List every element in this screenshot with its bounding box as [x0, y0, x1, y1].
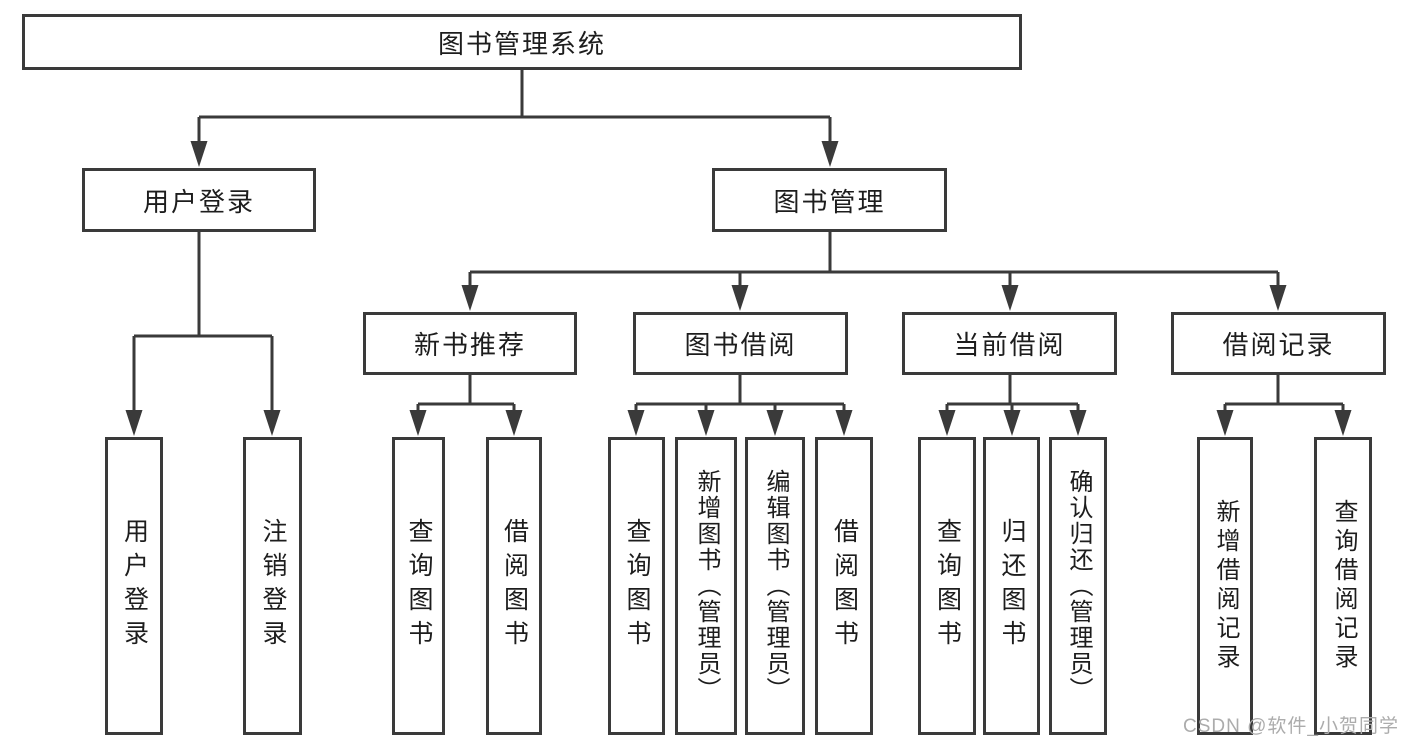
leaf-user-login: 用户登录: [105, 437, 163, 735]
leaf-query-books-1: 查询图书: [392, 437, 445, 735]
node-user-login: 用户登录: [82, 168, 316, 232]
leaf-user-login-label: 用户登录: [120, 518, 149, 654]
leaf-query-books-3: 查询图书: [918, 437, 976, 735]
leaf-confirm-return-admin: 确认归还（管理员）: [1049, 437, 1107, 735]
leaf-confirm-return-admin-label: 确认归还（管理员）: [1065, 469, 1092, 703]
leaf-borrow-books-2-label: 借阅图书: [830, 518, 859, 654]
leaf-query-books-2: 查询图书: [608, 437, 665, 735]
leaf-edit-books-admin: 编辑图书（管理员）: [745, 437, 805, 735]
node-new-book-recommend-label: 新书推荐: [413, 330, 526, 360]
node-book-borrow: 图书借阅: [633, 312, 848, 375]
leaf-return-books-label: 归还图书: [998, 518, 1026, 654]
leaf-logout-label: 注销登录: [259, 518, 287, 654]
node-user-login-label: 用户登录: [142, 186, 255, 217]
node-new-book-recommend: 新书推荐: [363, 312, 577, 375]
leaf-borrow-books-1: 借阅图书: [486, 437, 542, 735]
leaf-return-books: 归还图书: [983, 437, 1040, 735]
node-borrow-record: 借阅记录: [1171, 312, 1386, 375]
arrowheads: [125, 141, 1352, 436]
leaf-query-borrow-record-label: 查询借阅记录: [1330, 499, 1357, 673]
leaf-edit-books-admin-label: 编辑图书（管理员）: [762, 469, 789, 703]
leaf-query-books-2-label: 查询图书: [623, 518, 651, 654]
leaf-add-books-admin-label: 新增图书（管理员）: [693, 469, 720, 703]
leaf-borrow-books-2: 借阅图书: [815, 437, 873, 735]
node-current-borrow: 当前借阅: [902, 312, 1117, 375]
node-borrow-record-label: 借阅记录: [1222, 330, 1335, 360]
node-book-management-label: 图书管理: [773, 186, 886, 217]
leaf-add-borrow-record: 新增借阅记录: [1197, 437, 1253, 735]
node-current-borrow-label: 当前借阅: [953, 330, 1066, 360]
leaf-borrow-books-1-label: 借阅图书: [500, 518, 529, 654]
node-root-label: 图书管理系统: [437, 28, 606, 59]
node-root: 图书管理系统: [22, 14, 1022, 70]
csdn-watermark: CSDN @软件_小贺同学: [1183, 716, 1399, 737]
leaf-add-books-admin: 新增图书（管理员）: [675, 437, 737, 735]
leaf-query-books-1-label: 查询图书: [405, 518, 433, 654]
leaf-query-borrow-record: 查询借阅记录: [1314, 437, 1372, 735]
node-book-management: 图书管理: [712, 168, 947, 232]
leaf-logout: 注销登录: [243, 437, 302, 735]
leaf-add-borrow-record-label: 新增借阅记录: [1212, 499, 1239, 673]
node-book-borrow-label: 图书借阅: [684, 330, 797, 360]
leaf-query-books-3-label: 查询图书: [933, 518, 962, 654]
